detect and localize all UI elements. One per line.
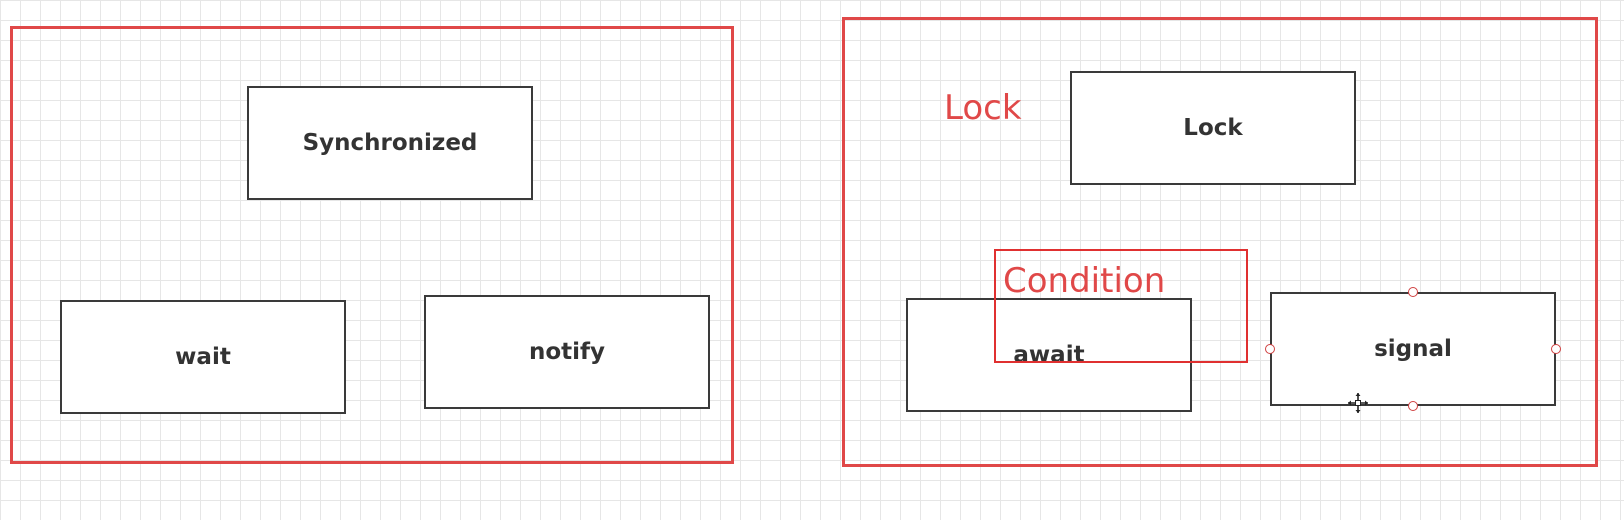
selection-handle-left[interactable] xyxy=(1265,344,1275,354)
await-node[interactable]: await xyxy=(906,298,1192,412)
notify-node[interactable]: notify xyxy=(424,295,710,409)
condition-box xyxy=(994,249,1248,363)
selection-handle-right[interactable] xyxy=(1551,344,1561,354)
right-frame xyxy=(842,17,1598,467)
condition-label: Condition xyxy=(1003,261,1166,301)
selection-handle-top[interactable] xyxy=(1408,287,1418,297)
synchronized-node[interactable]: Synchronized xyxy=(247,86,533,200)
move-cursor-icon xyxy=(1348,393,1368,413)
lock-node[interactable]: Lock xyxy=(1070,71,1356,185)
wait-node[interactable]: wait xyxy=(60,300,346,414)
left-frame xyxy=(10,26,734,464)
selection-handle-bottom[interactable] xyxy=(1408,401,1418,411)
lock-annotation-label: Lock xyxy=(944,88,1022,128)
signal-node[interactable]: signal xyxy=(1270,292,1556,406)
